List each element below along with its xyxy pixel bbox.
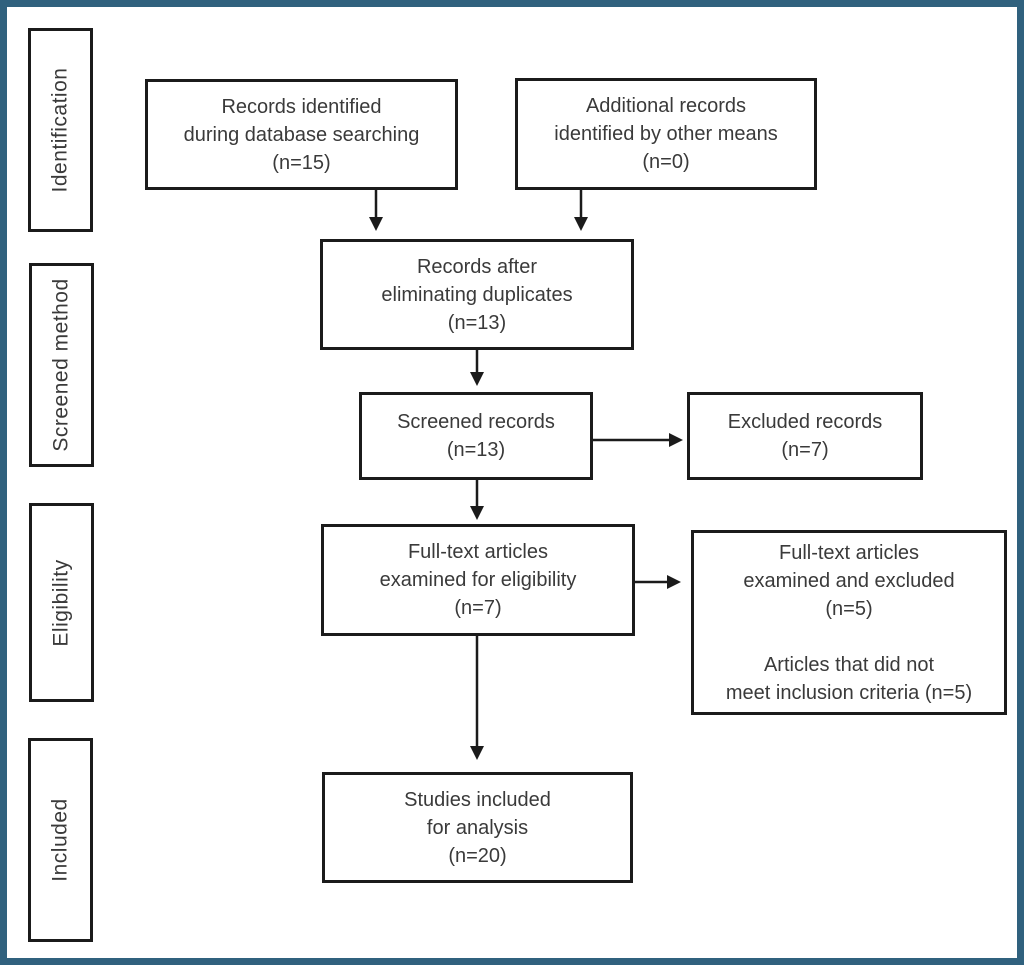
stage-label-identification: Identification bbox=[48, 67, 72, 193]
node-additional-records: Additional records identified by other m… bbox=[515, 78, 817, 190]
arrow-fulltext-to-fulltext-excluded bbox=[635, 575, 681, 589]
node-screened-records: Screened records (n=13) bbox=[359, 392, 593, 480]
node-records-identified-text: Records identified during database searc… bbox=[183, 95, 420, 174]
node-after-duplicates: Records after eliminating duplicates (n=… bbox=[320, 239, 634, 350]
stage-box-eligibility: Eligibility bbox=[29, 503, 94, 702]
stage-label-screened-method: Screened method bbox=[49, 278, 73, 452]
node-fulltext-examined-text: Full-text articles examined for eligibil… bbox=[379, 541, 577, 619]
arrow-fulltext-to-studies-included bbox=[470, 636, 484, 760]
node-fulltext-excluded-text: Full-text articles examined and excluded… bbox=[725, 541, 973, 704]
stage-label-eligibility: Eligibility bbox=[49, 558, 73, 647]
node-excluded-records-text: Excluded records (n=7) bbox=[727, 411, 883, 461]
stage-box-screened-method: Screened method bbox=[29, 263, 94, 467]
node-studies-included-text: Studies included for analysis (n=20) bbox=[404, 788, 551, 867]
arrow-after-duplicates-to-screened bbox=[470, 350, 484, 386]
arrow-records-identified-to-after-duplicates bbox=[369, 190, 383, 231]
arrow-additional-records-to-after-duplicates bbox=[574, 190, 588, 231]
node-records-identified: Records identified during database searc… bbox=[145, 79, 458, 190]
node-after-duplicates-text: Records after eliminating duplicates (n=… bbox=[381, 255, 573, 334]
stage-box-identification: Identification bbox=[28, 28, 93, 232]
arrow-screened-to-fulltext bbox=[470, 480, 484, 520]
node-studies-included: Studies included for analysis (n=20) bbox=[322, 772, 633, 883]
node-additional-records-text: Additional records identified by other m… bbox=[554, 95, 778, 173]
stage-box-included: Included bbox=[28, 738, 93, 942]
node-excluded-records: Excluded records (n=7) bbox=[687, 392, 923, 480]
node-fulltext-excluded: Full-text articles examined and excluded… bbox=[691, 530, 1007, 715]
stage-label-included: Included bbox=[48, 798, 72, 882]
node-fulltext-examined: Full-text articles examined for eligibil… bbox=[321, 524, 635, 636]
node-screened-records-text: Screened records (n=13) bbox=[397, 411, 555, 461]
arrow-screened-to-excluded bbox=[593, 433, 683, 447]
